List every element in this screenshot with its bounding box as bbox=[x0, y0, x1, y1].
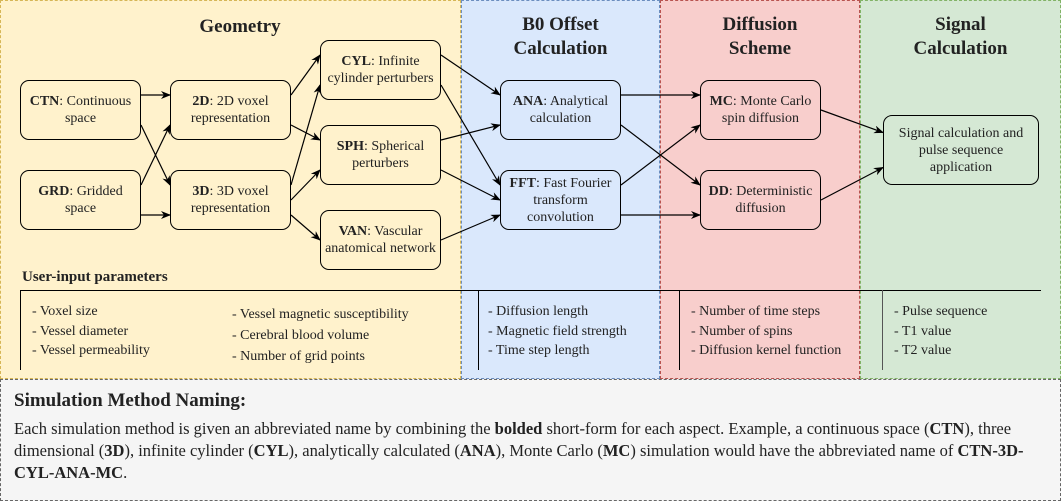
naming-text-run: . bbox=[123, 463, 128, 482]
node-mc-abbr: MC bbox=[709, 94, 733, 109]
naming-bold-term: bolded bbox=[494, 419, 543, 438]
naming-bold-term: MC bbox=[602, 441, 631, 460]
node-dd-abbr: DD bbox=[708, 184, 729, 199]
b0-title: B0 Offset Calculation bbox=[461, 13, 660, 61]
node-sph-abbr: SPH bbox=[336, 139, 364, 154]
naming-text-run: ), three dimensional ( bbox=[14, 419, 1012, 460]
param-item-b0: - Diffusion length bbox=[488, 304, 589, 319]
signal-title: Signal Calculation bbox=[860, 13, 1061, 61]
param-item-b0: - Time step length bbox=[488, 343, 590, 358]
node-mc-desc: : Monte Carlo spin diffusion bbox=[721, 94, 812, 126]
param-item-geometry: - Number of grid points bbox=[232, 349, 365, 364]
param-item-geometry: - Cerebral blood volume bbox=[232, 328, 370, 343]
node-2d[interactable]: 2D: 2D voxel representation bbox=[170, 80, 291, 140]
node-grd[interactable]: GRD: Gridded space bbox=[20, 170, 141, 230]
node-dd-desc: : Deterministic diffusion bbox=[728, 184, 813, 216]
param-item-diffusion: - Number of spins bbox=[691, 323, 793, 339]
naming-bold-term: CTN-3D-CYL-ANA-MC bbox=[14, 441, 1024, 482]
naming-text: Each simulation method is given an abbre… bbox=[14, 418, 1047, 484]
node-grd-desc: : Gridded space bbox=[64, 184, 123, 216]
node-van-desc: : Vascular anatomical network bbox=[325, 224, 436, 256]
node-grd-abbr: GRD bbox=[38, 184, 70, 199]
node-3d[interactable]: 3D: 3D voxel representation bbox=[170, 170, 291, 230]
naming-text-run: Each simulation method is given an abbre… bbox=[14, 419, 495, 438]
lane-signal-calculation bbox=[860, 0, 1061, 379]
b0-title-line2: Calculation bbox=[513, 38, 608, 59]
node-mc[interactable]: MC: Monte Carlo spin diffusion bbox=[700, 80, 821, 140]
node-cyl[interactable]: CYL: Infinite cylinder perturbers bbox=[320, 40, 441, 100]
naming-text-run: short-form for each aspect. Example, a c… bbox=[542, 419, 930, 438]
naming-bold-term: CYL bbox=[253, 441, 289, 460]
naming-title: Simulation Method Naming: bbox=[14, 390, 247, 411]
params-divider-b0 bbox=[478, 290, 479, 370]
params-divider-geometry bbox=[20, 290, 21, 370]
diffusion-title-line1: Diffusion bbox=[722, 14, 798, 35]
params-divider-horizontal bbox=[20, 290, 1041, 291]
node-ana[interactable]: ANA: Analytical calculation bbox=[500, 80, 621, 140]
params-title: User-input parameters bbox=[22, 269, 168, 285]
params-divider-diffusion bbox=[679, 290, 680, 370]
naming-bold-term: ANA bbox=[459, 441, 496, 460]
node-ctn-desc: : Continuous space bbox=[59, 94, 132, 126]
node-ctn[interactable]: CTN: Continuous space bbox=[20, 80, 141, 140]
node-2d-abbr: 2D bbox=[192, 94, 210, 109]
node-sph[interactable]: SPH: Spherical perturbers bbox=[320, 125, 441, 185]
node-fft-desc: : Fast Fourier transform convolution bbox=[527, 175, 612, 225]
param-item-diffusion: - Diffusion kernel function bbox=[691, 343, 842, 358]
param-item-geometry: - Vessel magnetic susceptibility bbox=[232, 307, 409, 322]
param-item-b0: - Magnetic field strength bbox=[488, 323, 627, 339]
signal-title-line1: Signal bbox=[935, 14, 986, 35]
param-item-signal: - T2 value bbox=[894, 343, 952, 358]
node-3d-abbr: 3D bbox=[192, 184, 210, 199]
params-geometry-col1: - Voxel size - Vessel diameter - Vessel pe… bbox=[32, 302, 150, 361]
node-cyl-abbr: CYL bbox=[341, 54, 371, 69]
param-item-signal: - T1 value bbox=[894, 323, 952, 339]
naming-bold-term: CTN bbox=[929, 419, 965, 438]
naming-text-run: ), infinite cylinder ( bbox=[124, 441, 254, 460]
node-van-abbr: VAN bbox=[338, 224, 368, 239]
b0-title-line1: B0 Offset bbox=[522, 14, 599, 35]
naming-text-run: ) simulation would have the abbreviated … bbox=[630, 441, 958, 460]
geometry-title: Geometry bbox=[199, 16, 281, 37]
naming-text-run: ), analytically calculated ( bbox=[288, 441, 460, 460]
node-sph-desc: : Spherical perturbers bbox=[352, 139, 425, 171]
naming-bold-term: 3D bbox=[104, 441, 125, 460]
param-item-geometry: - Voxel size bbox=[32, 304, 98, 319]
naming-panel: Simulation Method Naming: Each simulatio… bbox=[0, 379, 1061, 501]
params-diffusion: - Number of time steps - Number of spins -… bbox=[691, 302, 841, 361]
node-ctn-abbr: CTN bbox=[29, 94, 60, 109]
diffusion-title: Diffusion Scheme bbox=[660, 13, 860, 61]
params-geometry-col2: - Vessel magnetic susceptibility - Cerebr… bbox=[232, 304, 409, 367]
node-ana-abbr: ANA bbox=[512, 94, 544, 109]
params-divider-signal bbox=[882, 290, 883, 370]
node-cyl-desc: : Infinite cylinder perturbers bbox=[327, 54, 434, 86]
node-dd[interactable]: DD: Deterministic diffusion bbox=[700, 170, 821, 230]
node-2d-desc: : 2D voxel representation bbox=[190, 94, 271, 126]
node-signal-desc: Signal calculation and pulse sequence ap… bbox=[898, 125, 1024, 175]
naming-text-run: ), Monte Carlo ( bbox=[495, 441, 603, 460]
node-ana-desc: : Analytical calculation bbox=[529, 94, 609, 126]
node-van[interactable]: VAN: Vascular anatomical network bbox=[320, 210, 441, 270]
node-fft-abbr: FFT bbox=[509, 175, 536, 191]
diffusion-title-line2: Scheme bbox=[728, 38, 792, 59]
param-item-geometry: - Vessel diameter bbox=[32, 323, 129, 339]
param-item-geometry: - Vessel permeability bbox=[32, 343, 150, 358]
params-signal: - Pulse sequence - T1 value - T2 value bbox=[894, 302, 987, 361]
params-b0: - Diffusion length - Magnetic field stren… bbox=[488, 302, 627, 361]
param-item-diffusion: - Number of time steps bbox=[691, 304, 821, 319]
node-3d-desc: : 3D voxel representation bbox=[190, 184, 271, 216]
node-signal[interactable]: Signal calculation and pulse sequence ap… bbox=[883, 115, 1039, 185]
param-item-signal: - Pulse sequence bbox=[894, 304, 988, 319]
node-fft[interactable]: FFT: Fast Fourier transform convolution bbox=[500, 170, 621, 230]
signal-title-line2: Calculation bbox=[913, 38, 1008, 59]
